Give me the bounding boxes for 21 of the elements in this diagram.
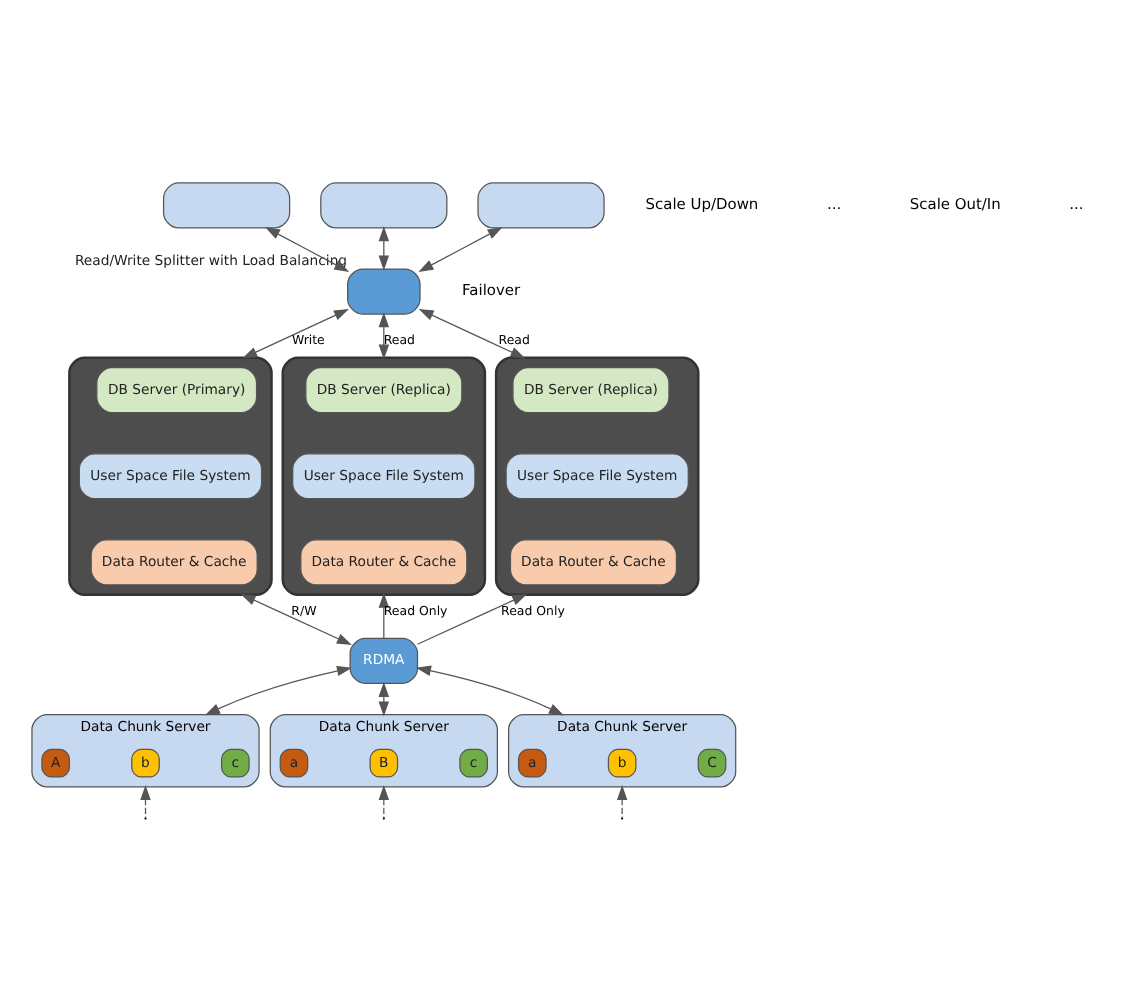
cluster	[68, 355, 273, 595]
arrow	[418, 307, 526, 358]
arrow	[416, 664, 564, 715]
arrow	[378, 311, 390, 359]
node-box	[162, 181, 291, 228]
node-box	[477, 181, 605, 228]
arrow	[240, 592, 352, 644]
arrow	[616, 784, 628, 818]
arrow	[416, 592, 528, 644]
arrow	[378, 225, 390, 270]
arrow	[378, 591, 390, 638]
cluster	[494, 355, 700, 595]
arrow	[418, 226, 503, 271]
arrow	[242, 307, 349, 358]
arrow	[378, 784, 390, 818]
arrow	[204, 664, 352, 715]
node-box	[347, 267, 421, 314]
node-box	[320, 181, 448, 228]
arrow	[140, 784, 151, 818]
cluster	[281, 355, 487, 595]
arrow	[378, 680, 390, 716]
